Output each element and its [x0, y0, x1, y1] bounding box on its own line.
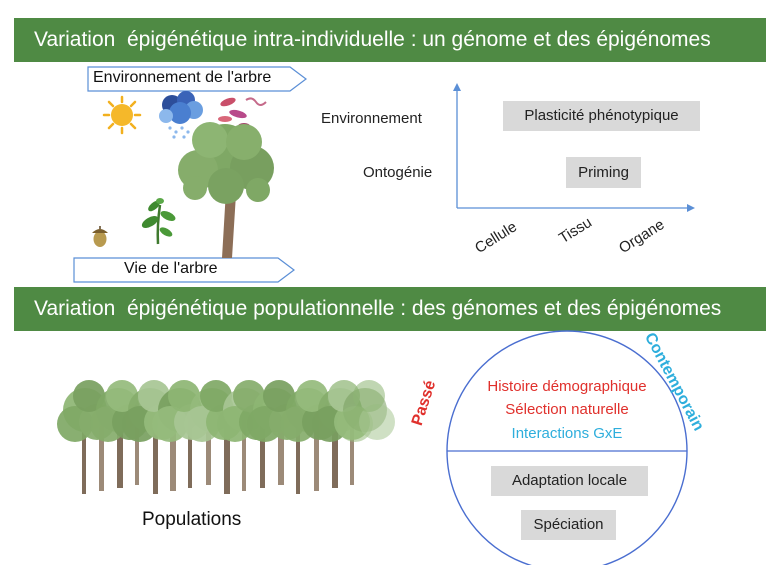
seedling-icon	[141, 198, 176, 245]
box-plasticite: Plasticité phénotypique	[503, 101, 700, 131]
chart-axes	[453, 83, 695, 212]
tree-trunk	[135, 420, 139, 485]
environment-arrow-label: Environnement de l'arbre	[93, 69, 272, 86]
tree-trunk	[242, 420, 246, 491]
tree-trunk	[314, 420, 319, 491]
populations-label: Populations	[142, 509, 242, 530]
tree-trunk	[224, 420, 230, 494]
tree-trunk	[117, 420, 123, 488]
box-speciation: Spéciation	[521, 510, 616, 540]
epoch-circle	[446, 330, 688, 565]
tree-trunk	[278, 420, 284, 485]
box-adaptation-locale: Adaptation locale	[491, 466, 648, 496]
tree-canopy	[359, 404, 395, 440]
circle-line-selection: Sélection naturelle	[505, 401, 629, 418]
tree-trunk	[188, 420, 192, 488]
circle-line-interactions: Interactions GxE	[511, 425, 623, 442]
tree-trunk	[206, 420, 211, 485]
big-tree-icon	[178, 122, 274, 258]
box-priming: Priming	[566, 157, 641, 188]
tree-trunk	[350, 420, 354, 485]
tree-trunk	[170, 420, 176, 491]
y-label-environnement: Environnement	[321, 110, 422, 127]
tree-trunk	[260, 420, 265, 488]
y-label-ontogenie: Ontogénie	[363, 164, 433, 181]
rain-cloud-icon	[159, 91, 203, 139]
population-trees-icon	[57, 380, 395, 494]
top-banner: Variation épigénétique intra-individuell…	[14, 18, 766, 62]
life-arrow-shape	[73, 257, 295, 283]
tree-canopy	[353, 380, 385, 412]
environment-arrow-shape	[87, 66, 307, 92]
circle-line-histoire: Histoire démographique	[487, 378, 647, 395]
acorn-icon	[92, 226, 108, 247]
sun-icon	[102, 95, 142, 135]
tree-trunk	[82, 420, 86, 494]
tree-trunk	[296, 420, 300, 494]
bottom-banner: Variation épigénétique populationnelle :…	[14, 287, 766, 331]
tree-trunk	[332, 420, 338, 488]
tree-trunk	[153, 420, 158, 494]
tree-trunk	[99, 420, 104, 491]
life-arrow-label: Vie de l'arbre	[124, 260, 218, 277]
